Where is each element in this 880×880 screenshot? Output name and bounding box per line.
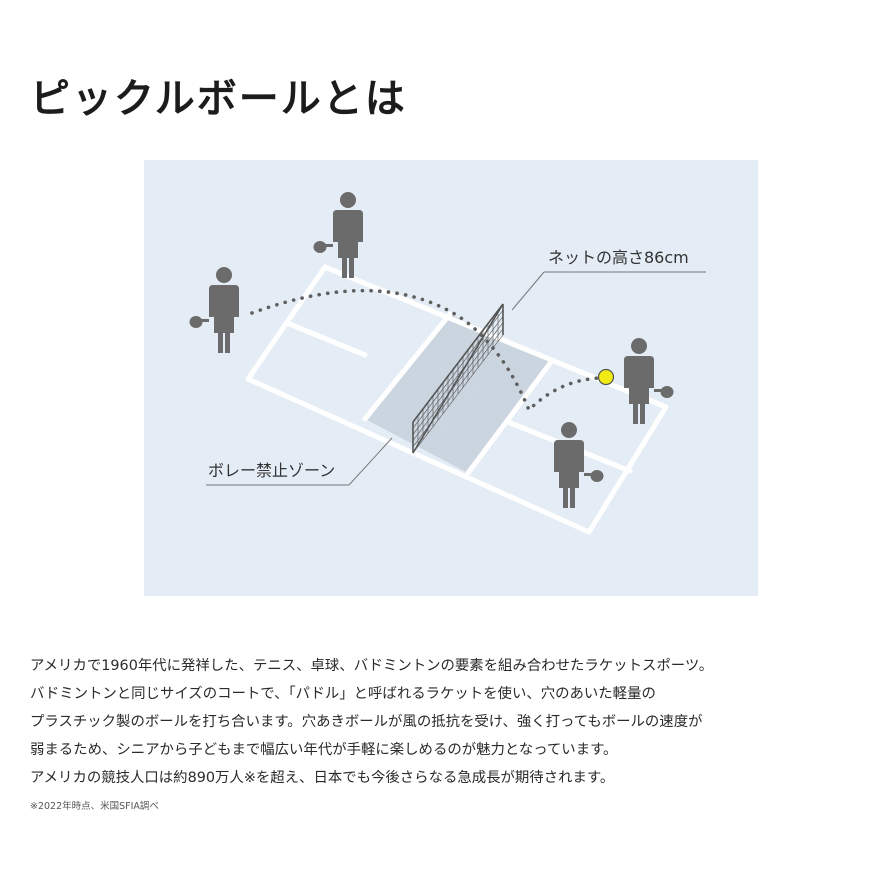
kitchen-zone-right [426, 344, 551, 473]
ball-trajectory [250, 288, 602, 414]
player-right-front [554, 422, 604, 508]
net-height-label: ネットの高さ86cm [548, 248, 689, 267]
page-title: ピックルボールとは [30, 76, 407, 122]
court-illustration: ネットの高さ86cm ボレー禁止ゾーン [189, 192, 706, 535]
ball [597, 368, 615, 386]
description-line: バドミントンと同じサイズのコートで、「パドル」と呼ばれるラケットを使い、穴のあい… [30, 686, 656, 702]
net-height-callout: ネットの高さ86cm [511, 248, 706, 311]
player-with-paddle-icon [333, 192, 363, 278]
player-with-paddle-icon [554, 422, 584, 508]
footnote: ※2022年時点、米国SFIA調べ [30, 801, 159, 812]
description-line: 弱まるため、シニアから子どもまで幅広い年代が手軽に楽しめるのが魅力となっています… [30, 742, 618, 758]
player-back-left [313, 192, 363, 278]
description-line: アメリカで1960年代に発祥した、テニス、卓球、バドミントンの要素を組み合わせた… [30, 658, 714, 674]
description-line: アメリカの競技人口は約890万人※を超え、日本でも今後さらなる急成長が期待されま… [30, 770, 615, 786]
pickleball-court-diagram: ネットの高さ86cm ボレー禁止ゾーン [144, 160, 758, 596]
kitchen-callout: ボレー禁止ゾーン [206, 437, 393, 486]
player-far-left [189, 267, 239, 353]
description-line: プラスチック製のボールを打ち合います。穴あきボールが風の抵抗を受け、強く打っても… [30, 714, 703, 730]
description-text: アメリカで1960年代に発祥した、テニス、卓球、バドミントンの要素を組み合わせた… [30, 652, 860, 792]
kitchen-label: ボレー禁止ゾーン [208, 461, 335, 480]
net [412, 303, 504, 454]
player-with-paddle-icon [624, 338, 654, 424]
player-right [624, 338, 674, 424]
player-with-paddle-icon [209, 267, 239, 353]
